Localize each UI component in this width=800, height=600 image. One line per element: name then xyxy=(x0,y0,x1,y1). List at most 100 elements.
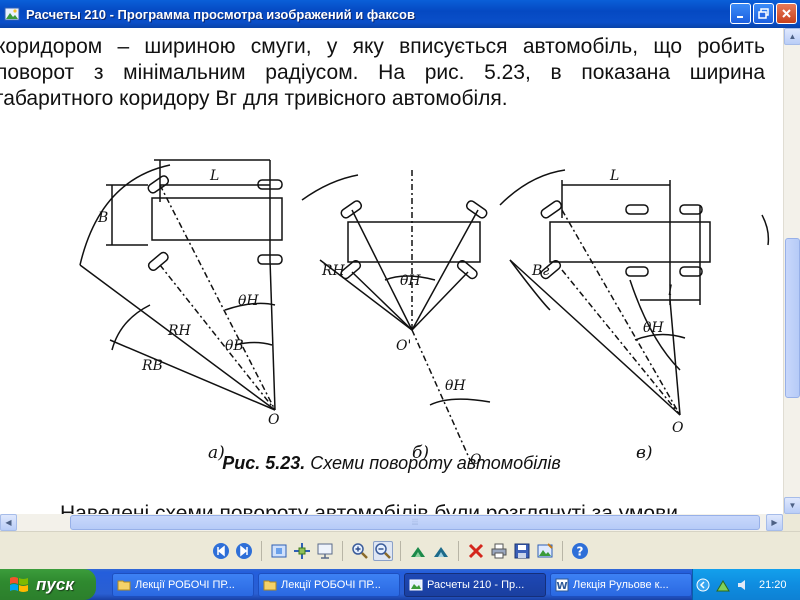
minimize-icon xyxy=(737,16,743,18)
folder-icon xyxy=(117,580,131,590)
zoom-in-button[interactable] xyxy=(350,541,370,561)
start-button[interactable]: пуск xyxy=(0,569,96,600)
caption-number: Рис. 5.23. xyxy=(222,453,306,473)
turning-schemes-figure: L B RН RВ θН θВ O а) RН θН O' θН O б) L … xyxy=(79,159,770,468)
label-O: O xyxy=(470,452,482,468)
network-icon[interactable] xyxy=(715,577,731,593)
minimize-button[interactable] xyxy=(730,3,751,24)
save-icon xyxy=(514,543,529,558)
help-icon: ? xyxy=(571,542,588,559)
previous-image-icon xyxy=(212,542,229,559)
rotate-clockwise-button[interactable] xyxy=(408,541,428,561)
diagram-a xyxy=(79,159,283,411)
label-thetaH: θН xyxy=(445,378,466,394)
rotate-clockwise-icon xyxy=(410,546,425,557)
folder-icon xyxy=(263,580,277,590)
toolbar-separator xyxy=(561,540,563,561)
toolbar-separator xyxy=(260,540,262,561)
taskbar-item[interactable]: Лекції РОБОЧІ ПР... xyxy=(258,572,400,597)
windows-logo-icon xyxy=(10,576,28,592)
actual-size-button[interactable] xyxy=(292,541,312,561)
taskbar-item-label: Лекція Рульове к... xyxy=(573,578,669,591)
system-tray: 21:20 xyxy=(692,569,800,600)
label-O: O xyxy=(268,412,280,428)
label-B: B xyxy=(97,210,108,226)
word-icon: W xyxy=(555,578,569,592)
best-fit-icon xyxy=(271,544,286,557)
taskbar-item-label: Лекції РОБОЧІ ПР... xyxy=(281,578,381,591)
chevron-left-icon[interactable] xyxy=(696,578,710,592)
zoom-in-icon xyxy=(351,542,368,559)
figure-caption: Рис. 5.23. Схеми повороту автомобілів xyxy=(0,453,783,474)
label-RH: RН xyxy=(321,263,346,279)
cutoff-line: Наведені схеми повороту автомобілів були… xyxy=(60,502,678,514)
label-RH: RН xyxy=(167,323,192,339)
close-button[interactable] xyxy=(776,3,797,24)
toolbar-separator xyxy=(457,540,459,561)
taskbar-item-label: Расчеты 210 - Пр... xyxy=(427,578,525,591)
scrollbar-corner xyxy=(783,514,800,531)
vehicle-body xyxy=(347,221,481,263)
taskbar-item[interactable]: Лекції РОБОЧІ ПР... xyxy=(112,572,254,597)
best-fit-button[interactable] xyxy=(269,541,289,561)
taskbar: пуск Лекції РОБОЧІ ПР... Лекції РОБОЧІ П… xyxy=(0,569,800,600)
label-Oprime: O' xyxy=(396,338,411,354)
print-icon xyxy=(491,543,506,558)
scroll-left-button[interactable]: ◀ xyxy=(0,514,17,531)
toolbar-separator xyxy=(341,540,343,561)
image-viewport[interactable]: коридором – шириною смуги, у яку вписуєт… xyxy=(0,28,783,514)
document-paragraph: коридором – шириною смуги, у яку вписуєт… xyxy=(0,34,765,112)
restore-icon xyxy=(758,8,769,19)
scroll-right-button[interactable]: ▶ xyxy=(766,514,783,531)
start-label: пуск xyxy=(36,574,74,594)
cutoff-text: Наведені схеми повороту автомобілів були… xyxy=(0,498,783,514)
delete-button[interactable] xyxy=(466,541,486,561)
title-bar[interactable]: Расчеты 210 - Программа просмотра изобра… xyxy=(0,0,800,28)
diagram-b xyxy=(301,170,491,461)
label-O: O xyxy=(672,420,684,436)
viewer-toolbar: ? xyxy=(0,531,800,569)
slideshow-button[interactable] xyxy=(315,541,335,561)
label-L: L xyxy=(209,168,219,184)
image-viewer-icon xyxy=(4,7,20,21)
image-viewer-icon xyxy=(409,579,423,590)
save-button[interactable] xyxy=(512,541,532,561)
speaker-icon[interactable] xyxy=(736,578,750,592)
horizontal-scroll-thumb[interactable]: ⦙⦙⦙ xyxy=(70,515,760,530)
vertical-scroll-thumb[interactable] xyxy=(785,238,800,398)
slideshow-icon xyxy=(317,543,332,559)
zoom-out-button[interactable] xyxy=(372,540,393,561)
text-line: поворот з мінімальним радіусом. На рис. … xyxy=(0,61,765,84)
vehicle-body xyxy=(151,197,283,241)
maximize-button[interactable] xyxy=(753,3,774,24)
label-thetaH: θН xyxy=(643,320,664,336)
diagram-c xyxy=(499,169,770,416)
scroll-down-button[interactable]: ▼ xyxy=(784,497,800,514)
help-button[interactable]: ? xyxy=(570,541,590,561)
vehicle-body xyxy=(549,221,711,263)
edit-button[interactable] xyxy=(535,541,555,561)
horizontal-scrollbar[interactable]: ◀ ⦙⦙⦙ ▶ xyxy=(0,514,783,531)
next-image-button[interactable] xyxy=(234,541,254,561)
clock: 21:20 xyxy=(759,578,787,591)
svg-text:?: ? xyxy=(576,544,583,558)
text-line: габаритного коридору Вг для тривісного а… xyxy=(0,87,508,110)
rotate-counterclockwise-button[interactable] xyxy=(431,541,451,561)
taskbar-item-active[interactable]: Расчеты 210 - Пр... xyxy=(404,572,546,597)
rotate-counterclockwise-icon xyxy=(433,546,448,557)
label-thetaB: θВ xyxy=(225,338,244,354)
svg-text:W: W xyxy=(556,581,567,592)
close-icon xyxy=(782,9,791,18)
previous-image-button[interactable] xyxy=(211,541,231,561)
label-c: в) xyxy=(636,443,653,463)
label-L: L xyxy=(609,168,619,184)
zoom-out-icon xyxy=(374,542,391,559)
taskbar-item-label: Лекції РОБОЧІ ПР... xyxy=(135,578,235,591)
scroll-up-button[interactable]: ▲ xyxy=(784,28,800,45)
delete-icon xyxy=(468,543,483,558)
vertical-scrollbar[interactable]: ▲ ▼ xyxy=(783,28,800,514)
label-b: б) xyxy=(412,443,429,463)
print-button[interactable] xyxy=(489,541,509,561)
taskbar-item[interactable]: W Лекція Рульове к... xyxy=(550,572,692,597)
label-RB: RВ xyxy=(141,358,163,374)
